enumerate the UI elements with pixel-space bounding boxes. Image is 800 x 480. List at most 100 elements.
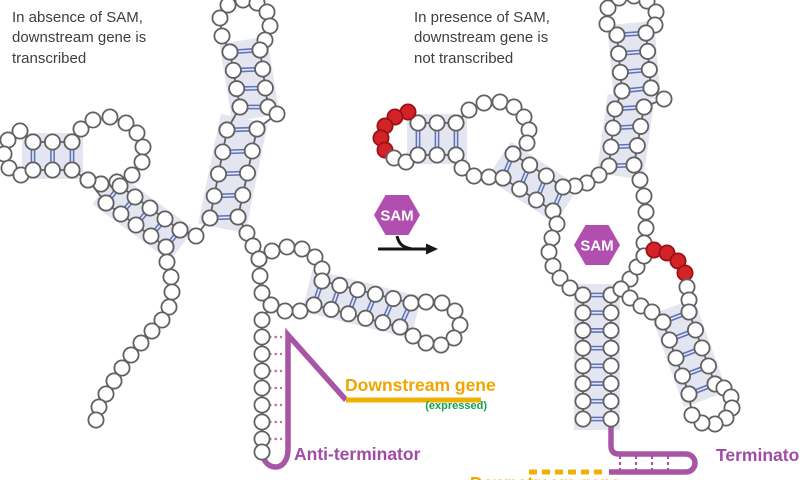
nucleotide-circle (540, 243, 558, 261)
nucleotide-circle (251, 41, 269, 59)
nucleotide-circle (243, 142, 261, 160)
nucleotide-circle (24, 161, 42, 179)
nucleotide-circle (156, 210, 174, 228)
nucleotide-circle (680, 303, 698, 321)
nucleotide-circle (253, 362, 271, 380)
nucleotide-circle (163, 283, 181, 301)
nucleotide-circle (417, 293, 435, 311)
nucleotide-circle (143, 322, 161, 340)
downstream-gene-label: Downstream gene (345, 375, 496, 395)
nucleotide-circle (574, 392, 592, 410)
nucleotide-circle (453, 159, 471, 177)
nucleotide-circle (683, 406, 701, 424)
nucleotide-circle (700, 357, 718, 375)
nucleotide-circle (134, 138, 152, 156)
nucleotide-circle (205, 187, 223, 205)
sam-label: SAM (380, 208, 413, 225)
nucleotide-circle (626, 0, 642, 5)
nucleotide-circle (637, 219, 655, 237)
nucleotide-circle (640, 61, 658, 79)
nucleotide-circle (628, 137, 646, 155)
nucleotide-circle (680, 385, 698, 403)
nucleotide-circle (234, 186, 252, 204)
nucleotide-circle (674, 367, 692, 385)
nucleotide-circle (126, 188, 144, 206)
nucleotide-circle (667, 349, 685, 367)
nucleotide-circle (610, 45, 628, 63)
nucleotide-circle (293, 240, 311, 258)
nucleotide-circle (608, 26, 626, 44)
nucleotide-circle (480, 168, 498, 186)
nucleotide-circle (132, 334, 150, 352)
nucleotide-circle (391, 318, 409, 336)
nucleotide-circle (162, 268, 180, 286)
nucleotide-circle (201, 209, 219, 227)
nucleotide-circle (511, 180, 529, 198)
anti-terminator-label: Anti-terminator (294, 444, 421, 464)
nucleotide-circle (229, 208, 247, 226)
nucleotide-circle (72, 120, 90, 138)
nucleotide-circle (643, 303, 661, 321)
nucleotide-circle (505, 98, 523, 116)
nucleotide-circle (417, 334, 435, 352)
nucleotide-circle (322, 300, 340, 318)
nucleotide-circle (122, 346, 140, 364)
nucleotide-circle (475, 94, 493, 112)
nucleotide-circle (574, 304, 592, 322)
nucleotide-circle (187, 227, 205, 245)
nucleotide-circle (602, 138, 620, 156)
terminator-label: Terminator (716, 445, 800, 465)
nucleotide-circle (491, 93, 509, 111)
reaction-arrowhead-icon (426, 243, 438, 255)
nucleotide-circle (123, 166, 141, 184)
nucleotide-circle (409, 114, 427, 132)
nucleotide-circle (127, 216, 145, 234)
sam-ligand-bound: SAM (574, 225, 620, 265)
nucleotide-circle (433, 294, 451, 312)
nucleotide-circle (234, 0, 252, 9)
nucleotide-circle (494, 169, 512, 187)
nucleotide-circle (253, 396, 271, 414)
nucleotide-circle (574, 321, 592, 339)
nucleotide-circle (632, 117, 650, 135)
nucleotide-circle (268, 105, 286, 123)
nucleotide-circle (635, 187, 653, 205)
nucleotide-circle (639, 42, 657, 60)
nucleotide-circle (224, 61, 242, 79)
nucleotide-circle (574, 375, 592, 393)
nucleotide-circle (606, 100, 624, 118)
nucleotide-circle (117, 114, 135, 132)
nucleotide-circle (661, 331, 679, 349)
nucleotide-circle (428, 114, 446, 132)
nucleotide-circle (631, 171, 649, 189)
helix-band (486, 141, 580, 224)
nucleotide-circle (447, 114, 465, 132)
nucleotide-circle (253, 284, 271, 302)
nucleotide-circle (231, 98, 249, 116)
nucleotide-circle (0, 145, 13, 163)
nucleotide-circle (409, 146, 427, 164)
nucleotide-circle (97, 194, 115, 212)
nucleotide-circle (504, 145, 522, 163)
nucleotide-circle (625, 156, 643, 174)
nucleotide-circle (209, 165, 227, 183)
nucleotide-circle (254, 60, 272, 78)
nucleotide-circle (374, 314, 392, 332)
helix-band (302, 269, 422, 339)
nucleotide-circle (278, 238, 296, 256)
nucleotide-circle (604, 119, 622, 137)
nucleotide-circle (87, 411, 105, 429)
nucleotide-circle (221, 43, 239, 61)
nucleotide-circle (258, 3, 276, 21)
nucleotide-circle (214, 143, 232, 161)
nucleotide-circle (44, 161, 62, 179)
sam-hexagon-icon (574, 225, 620, 265)
nucleotide-circle (428, 146, 446, 164)
nucleotide-circle (219, 0, 237, 14)
caption-absence-of-sam: In absence of SAM, downstream gene is tr… (12, 9, 147, 67)
nucleotide-circle (460, 101, 478, 119)
nucleotide-circle (253, 345, 271, 363)
nucleotide-circle (574, 410, 592, 428)
nucleotide-circle (0, 131, 17, 149)
